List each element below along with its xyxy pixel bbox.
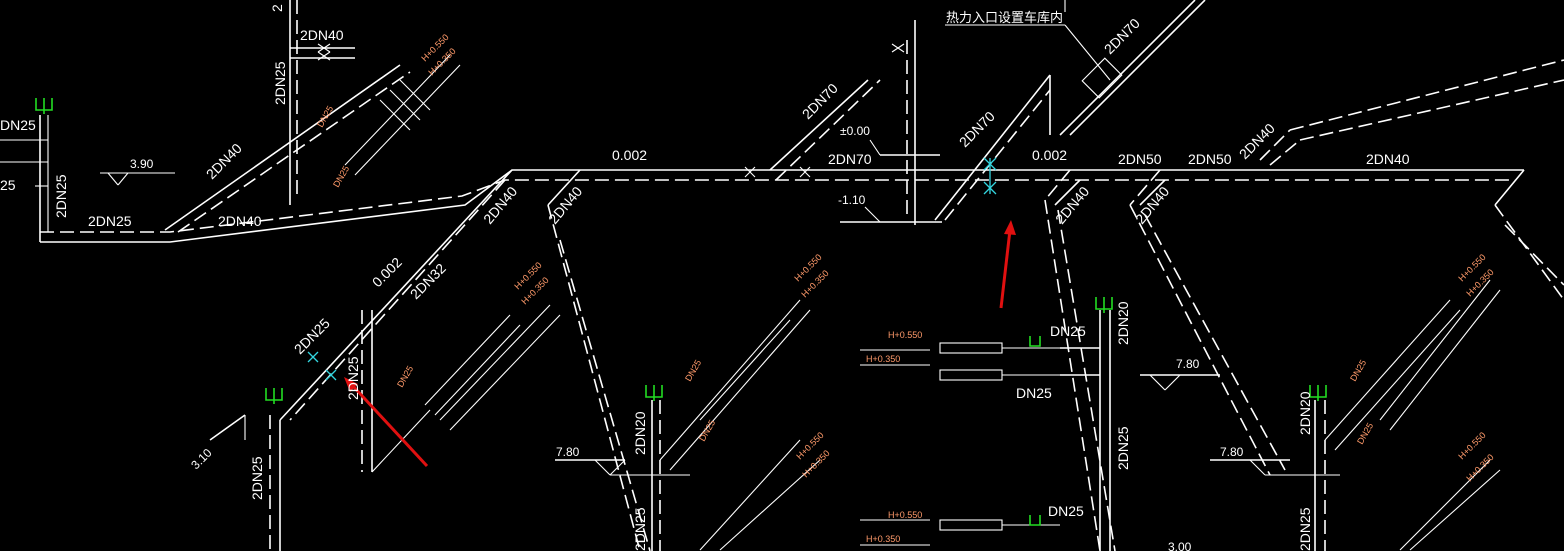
label-dn25-orange-2: DN25 — [331, 164, 351, 189]
label-slope-0002-a: 0.002 — [612, 147, 647, 163]
label-2dn20-a: 2DN20 — [632, 411, 648, 455]
label-2dn70-diagonal-2: 2DN70 — [956, 108, 998, 150]
label-dn25-mid-1: DN25 — [1050, 323, 1086, 339]
label-elevation-300: 3.00 — [1168, 540, 1192, 551]
label-2dn25-horizontal: 2DN25 — [88, 213, 132, 229]
label-2dn25-vertical-left: 2DN25 — [53, 174, 69, 218]
label-dn25-orange-4: DN25 — [697, 418, 717, 443]
branch-upper-left — [0, 0, 411, 242]
label-elevation-780-b: 7.80 — [1176, 357, 1200, 371]
label-2dn70-top: 2DN70 — [1101, 15, 1143, 57]
label-h550-4: H+0.550 — [888, 330, 922, 340]
label-elevation-780-a: 7.80 — [556, 445, 580, 459]
red-arrow-icons — [344, 220, 1016, 468]
label-dn25-orange-5: DN25 — [395, 364, 415, 389]
orange-annotations: H+0.550 H+0.350 DN25 DN25 H+0.550 H+0.35… — [315, 32, 1496, 544]
label-2dn40-top: 2DN40 — [300, 27, 344, 43]
label-2dn40-diagonal: 2DN40 — [203, 140, 245, 182]
label-2-top: 2 — [269, 4, 285, 12]
label-2dn20-b: 2DN20 — [1115, 301, 1131, 345]
label-2dn40-diagonal-4: 2DN40 — [545, 183, 585, 227]
label-2dn70-diagonal: 2DN70 — [799, 80, 841, 122]
label-2dn40-diagonal-6: 2DN40 — [1132, 183, 1172, 227]
label-2dn25-vertical-3: 2DN25 — [345, 356, 361, 400]
label-elevation-310: 3.10 — [188, 445, 215, 472]
dimension-labels: 2DN40 2 2DN25 DN25 25 2DN25 3.90 2DN40 2… — [0, 4, 1410, 551]
branch-lower-left — [209, 169, 561, 551]
label-slope-0002-b: 0.002 — [1032, 147, 1067, 163]
label-dn25-orange-3: DN25 — [683, 358, 703, 383]
label-dn25-left: DN25 — [0, 117, 36, 133]
label-2dn40-right: 2DN40 — [1366, 151, 1410, 167]
label-2dn25-diagonal: 2DN25 — [291, 315, 333, 357]
branch-upper-right — [1259, 59, 1564, 166]
main-pipe-upper — [40, 169, 1525, 243]
label-2dn25-bottom: 2DN25 — [632, 507, 648, 551]
note-heat-entry: 热力入口设置车库内 — [946, 10, 1063, 26]
label-2dn25-vertical-6: 2DN25 — [1297, 507, 1313, 551]
radiator-row-lower — [860, 519, 1060, 546]
label-2dn25-vertical-5: 2DN25 — [1115, 426, 1131, 470]
label-h550-5: H+0.550 — [888, 510, 922, 520]
label-elevation-780-c: 7.80 — [1220, 445, 1244, 459]
label-2dn32: 2DN32 — [407, 260, 449, 302]
branch-center-right — [1044, 169, 1564, 551]
label-elevation-390: 3.90 — [130, 157, 154, 171]
label-dn25-orange-6: DN25 — [1348, 358, 1368, 383]
fixture-green-icons — [35, 98, 1327, 526]
label-dn25-mid-2: DN25 — [1016, 385, 1052, 401]
label-elevation-neg110: -1.10 — [838, 193, 866, 207]
valve-icons — [317, 43, 905, 178]
label-h350-5: H+0.350 — [866, 534, 900, 544]
label-2dn50-b: 2DN50 — [1188, 151, 1232, 167]
branch-center — [547, 169, 821, 551]
label-2dn40-horizontal: 2DN40 — [218, 213, 262, 229]
marker-cyan-icons — [307, 157, 997, 381]
label-2dn20-c: 2DN20 — [1297, 391, 1313, 435]
label-2dn50-a: 2DN50 — [1118, 151, 1162, 167]
label-h350-4: H+0.350 — [866, 354, 900, 364]
label-2dn40-diagonal-5: 2DN40 — [1052, 183, 1092, 227]
label-2dn25-vertical-4: 2DN25 — [249, 456, 265, 500]
label-25-left: 25 — [0, 177, 16, 193]
label-slope-0002-c: 0.002 — [369, 254, 405, 290]
label-2dn25-vertical: 2DN25 — [272, 61, 288, 105]
branch-center-vertical — [769, 0, 1206, 225]
label-dn25-mid-3: DN25 — [1048, 503, 1084, 519]
radiator-row-upper — [860, 342, 1060, 381]
label-elevation-000: ±0.00 — [840, 124, 870, 138]
label-2dn70-horizontal: 2DN70 — [828, 151, 872, 167]
label-2dn40-diagonal-2: 2DN40 — [1236, 120, 1278, 162]
fixture-ladder-upper-left — [344, 54, 461, 176]
